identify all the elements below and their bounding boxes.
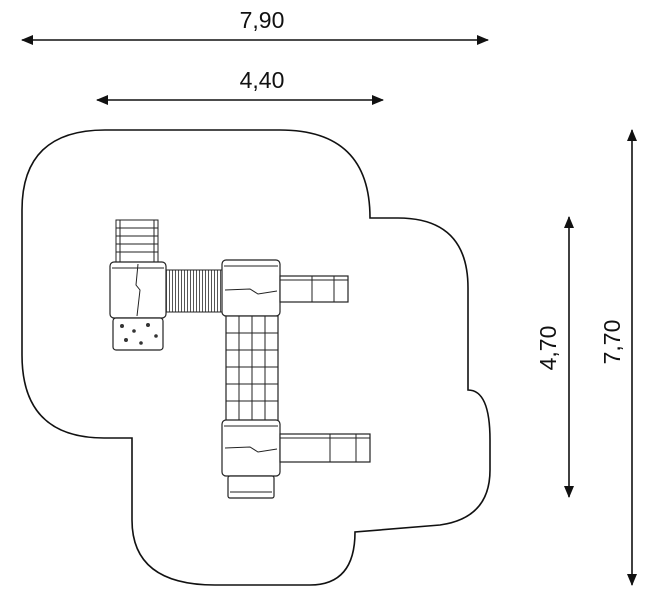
climbing-wall [112, 317, 164, 351]
structure-width-label: 4,40 [240, 67, 285, 93]
lower-slide [279, 433, 371, 463]
top-right-platform [221, 259, 281, 317]
ladder [115, 219, 159, 265]
lower-slide-chute [279, 433, 371, 463]
overall-depth-label: 7,70 [599, 320, 625, 365]
bottom-platform [221, 419, 281, 477]
upper-slide [279, 275, 349, 303]
bottom-step [227, 475, 275, 499]
bottom-step-panel [227, 475, 275, 499]
structure-depth-label: 4,70 [535, 326, 561, 371]
climbing-wall-panel [112, 317, 164, 351]
overall-width-label: 7,90 [240, 7, 285, 33]
overall-depth-dimension: 7,70 [599, 129, 637, 586]
tunnel-bridge [165, 269, 225, 313]
structure-depth-dimension: 4,70 [535, 216, 574, 498]
safety-zone-outline [21, 129, 491, 586]
left-platform [109, 261, 167, 319]
overall-width-dimension: 7,90 [21, 7, 489, 45]
ladder-frame [115, 219, 159, 265]
structure-width-dimension: 4,40 [96, 67, 384, 105]
tunnel-tube [165, 269, 225, 313]
top-right-platform-deck [221, 259, 281, 317]
net-bridge [225, 315, 279, 423]
